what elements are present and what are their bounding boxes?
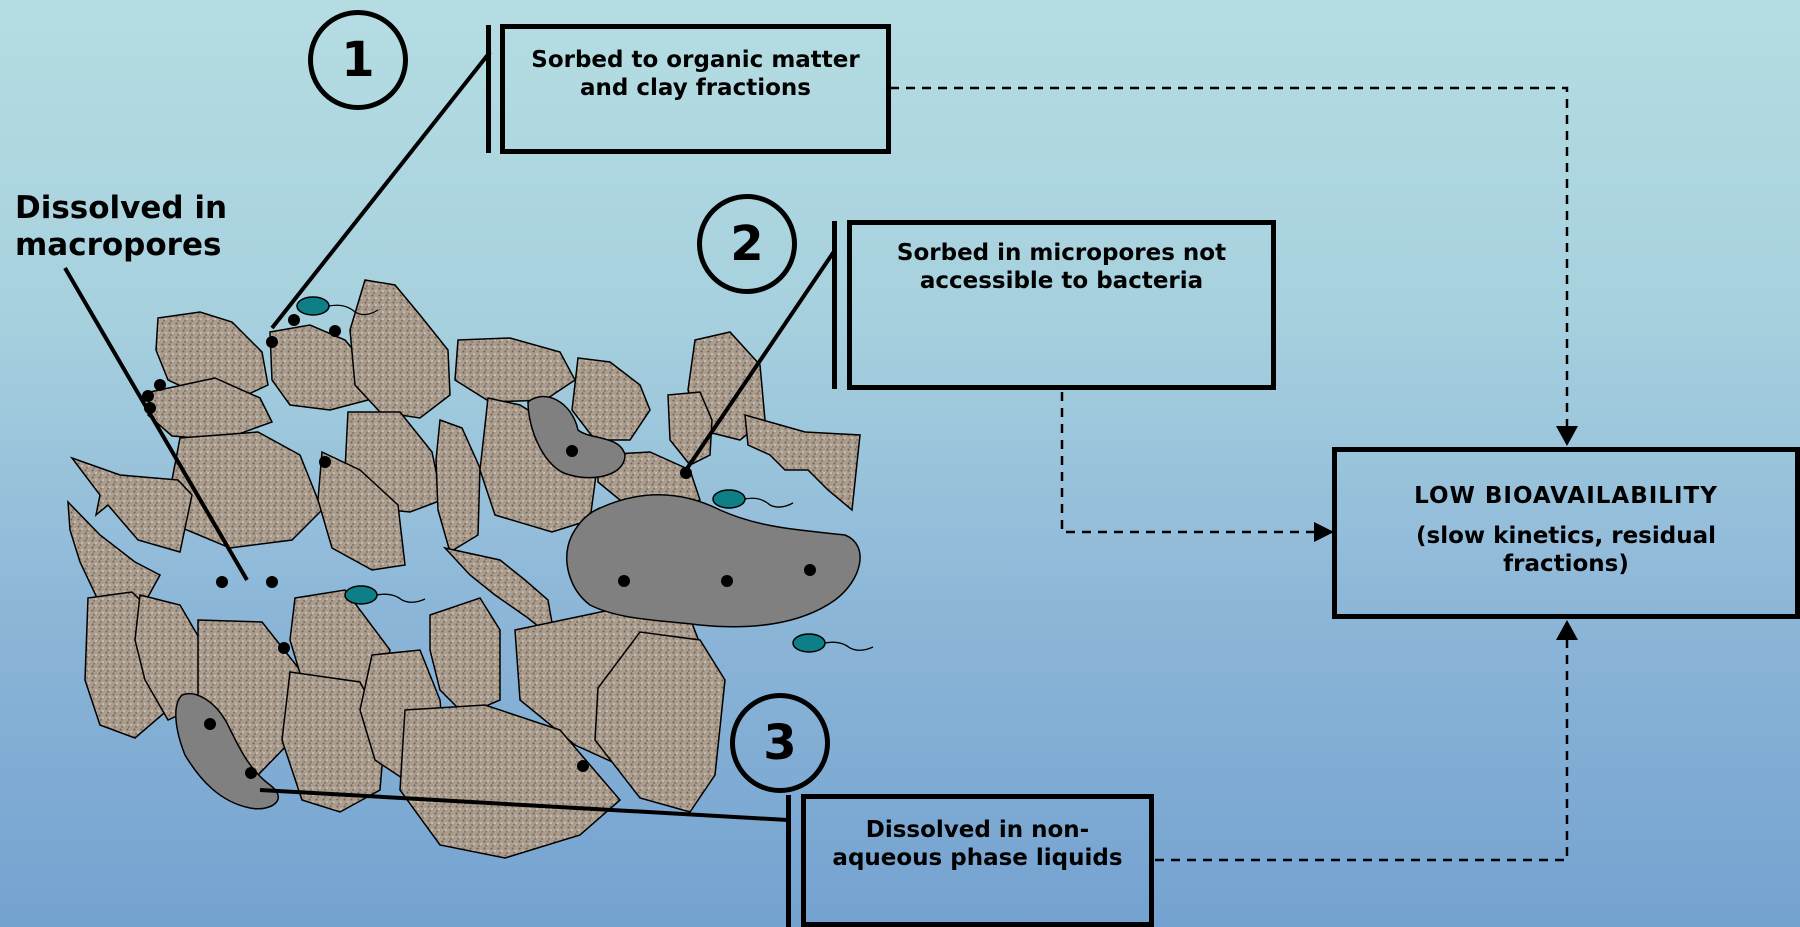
contaminant-dot-icon [245,767,257,779]
contaminant-dot-icon [204,718,216,730]
soil-particle-icon [436,420,480,552]
callout-bar-3 [786,795,791,927]
box-dissolved-napl-text: Dissolved in non-aqueous phase liquids [806,816,1149,872]
callout-bar-1 [486,25,491,153]
callout-bar-2 [832,221,837,389]
result-subtitle: (slow kinetics, residual fractions) [1337,522,1795,578]
callout-number-1: 1 [308,10,408,110]
bacterium-icon [345,586,425,604]
contaminant-dot-icon [154,379,166,391]
soil-particle-icon [455,338,575,402]
contaminant-dot-icon [618,575,630,587]
box-sorbed-micropores-text: Sorbed in micropores not accessible to b… [852,239,1271,295]
arrowhead-icon [1556,620,1578,640]
box-sorbed-organic-text: Sorbed to organic matter and clay fracti… [505,46,886,102]
contaminant-dot-icon [329,325,341,337]
contaminant-dot-icon [804,564,816,576]
soil-particle-icon [572,358,650,440]
box-sorbed-organic: Sorbed to organic matter and clay fracti… [500,24,891,154]
connector-3-to-result [1155,640,1567,860]
contaminant-dot-icon [216,576,228,588]
contaminant-dot-icon [278,642,290,654]
contaminant-dot-icon [721,575,733,587]
label-dissolved-macropores: Dissolved in macropores [15,190,315,264]
connector-2-to-result [1062,392,1318,532]
contaminant-dot-icon [566,445,578,457]
soil-particle-icon [668,392,712,465]
callout-number-3: 3 [730,693,830,793]
soil-particle-icon [430,598,500,715]
box-dissolved-napl: Dissolved in non-aqueous phase liquids [801,794,1154,927]
arrowhead-icon [1556,426,1578,446]
contaminant-dot-icon [288,314,300,326]
bacterium-icon [713,490,793,508]
box-sorbed-micropores: Sorbed in micropores not accessible to b… [847,220,1276,390]
result-title: LOW BIOAVAILABILITY [1337,482,1795,510]
napl-droplet-icon [567,495,860,627]
arrowhead-icon [1314,522,1334,542]
contaminant-dot-icon [577,760,589,772]
contaminant-dot-icon [319,456,331,468]
contaminant-dot-icon [266,336,278,348]
callout-number-2: 2 [697,194,797,294]
bacterium-icon [793,634,873,652]
soil-particle-icon [745,415,860,510]
contaminant-dot-icon [266,576,278,588]
box-low-bioavailability: LOW BIOAVAILABILITY (slow kinetics, resi… [1332,447,1800,619]
